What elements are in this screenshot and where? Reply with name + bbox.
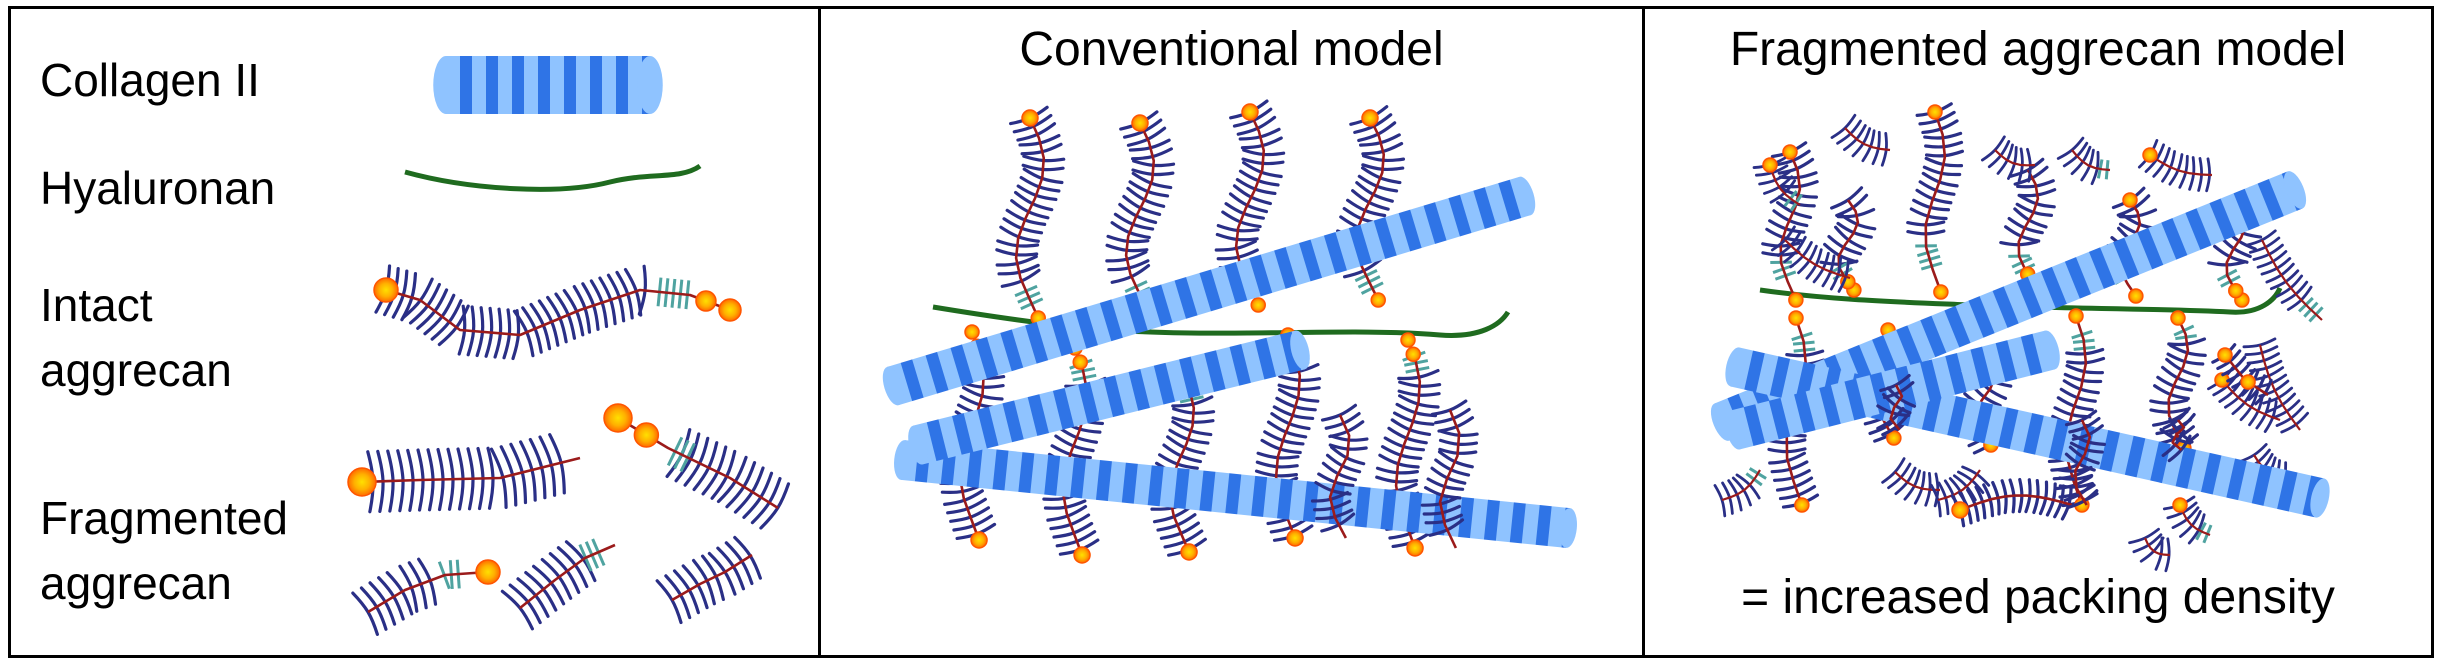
g-domain-globule	[1405, 346, 1421, 362]
foreground-aggrecan-layer	[1310, 373, 2196, 549]
g-domain-globule	[1794, 497, 1810, 513]
aggrecan-molecule	[1906, 102, 1964, 300]
g-domain-globule	[2172, 497, 2188, 513]
g-domain-globule	[1788, 292, 1804, 308]
aggrecan-molecule	[1830, 113, 1891, 167]
legend-label-collagen: Collagen II	[40, 54, 260, 106]
g-domain-globule	[1370, 292, 1386, 308]
g-domain-globule	[2170, 310, 2186, 326]
g-domain-globule	[2228, 282, 2244, 299]
g-domain-globule	[718, 298, 742, 322]
collagen-fibril	[1725, 330, 2060, 450]
g-domain-globule	[1073, 546, 1091, 564]
g-domain-globule	[1762, 157, 1778, 173]
g-domain-globule	[2068, 308, 2084, 324]
g-domain-globule	[1361, 109, 1379, 127]
fragmented-model-title: Fragmented aggrecan model	[1729, 23, 2347, 76]
collagen-fibril	[908, 330, 1310, 465]
aggrecan-molecule	[2162, 495, 2213, 545]
legend-label-intact-line1: Intact	[40, 279, 153, 331]
collagen-fibril	[894, 440, 1577, 548]
legend-label-fragmented-line2: aggrecan	[40, 557, 232, 609]
aggrecan-molecule	[2211, 343, 2273, 406]
g-domain-globule	[475, 559, 501, 585]
collagen-fibril-layer	[882, 171, 2330, 548]
g-domain-globule	[2128, 288, 2144, 304]
aggrecan-molecule	[2245, 229, 2324, 323]
legend-icons-layer	[347, 56, 791, 636]
aggrecan-molecule	[2056, 136, 2111, 186]
g-domain-globule	[373, 277, 399, 303]
aggrecan-molecule	[1876, 373, 1917, 437]
aggrecan-molecule	[1819, 186, 1877, 298]
legend-label-hyaluronan: Hyaluronan	[40, 162, 276, 214]
hyaluronan-chain-icon	[404, 163, 702, 192]
aggrecan-molecule-icon	[373, 264, 742, 361]
aggrecan-molecule	[2047, 308, 2106, 513]
g-domain-globule	[1180, 543, 1198, 561]
g-domain-globule	[970, 531, 988, 549]
g-domain-globule	[1406, 539, 1424, 557]
aggrecan-molecule	[2207, 366, 2281, 433]
collagen-fibril	[882, 176, 1536, 406]
g-domain-globule	[695, 290, 717, 312]
aggrecan-fragment-icon	[351, 557, 501, 636]
g-domain-globule	[633, 422, 660, 448]
aggrecan-molecule	[1980, 135, 2036, 183]
g-domain-globule	[1072, 354, 1088, 370]
legend-label-intact-line2: aggrecan	[40, 344, 232, 396]
aggrecan-fragment-icon	[347, 433, 581, 514]
g-domain-globule	[1400, 332, 1416, 348]
packing-density-caption: = increased packing density	[1741, 571, 2335, 624]
g-domain-globule	[1933, 284, 1949, 300]
aggrecan-molecule	[1420, 399, 1479, 549]
g-domain-globule	[1951, 501, 1969, 519]
aggrecan-molecule	[1042, 340, 1109, 564]
conventional-model-title: Conventional model	[1019, 23, 1444, 76]
aggrecan-fragment-icon	[655, 535, 762, 625]
g-domain-globule	[603, 403, 633, 433]
g-domain-globule	[1021, 109, 1039, 127]
g-domain-globule	[964, 324, 980, 340]
collagen-fibril-icon	[433, 56, 663, 114]
g-domain-globule	[2240, 374, 2256, 390]
g-domain-globule	[1782, 144, 1798, 160]
aggrecan-molecule	[1310, 403, 1369, 539]
aggrecan-molecule	[1752, 156, 1803, 212]
aggrecan-molecule	[2137, 139, 2213, 193]
fragmented-model-panel	[1642, 6, 2434, 658]
g-domain-globule	[2122, 192, 2138, 208]
g-domain-globule	[2142, 147, 2158, 163]
g-domain-globule	[1131, 114, 1149, 132]
g-domain-globule	[1927, 104, 1943, 120]
g-domain-globule	[1286, 529, 1304, 547]
aggrecan-fragment-icon	[500, 538, 616, 631]
aggrecan-molecule	[1105, 110, 1176, 320]
g-domain-globule	[1886, 430, 1902, 446]
aggrecan-fragment-icon	[603, 403, 791, 530]
g-domain-globule	[2217, 347, 2233, 363]
aggrecan-molecule	[2057, 409, 2106, 509]
aggrecan-molecule	[1770, 225, 1851, 293]
aggrecan-molecule	[995, 105, 1066, 326]
aggrecan-molecule	[2128, 527, 2171, 573]
aggrecan-molecule	[2159, 406, 2196, 463]
aggrecan-molecule	[1881, 457, 1941, 508]
g-domain-globule	[1250, 297, 1266, 313]
legend-label-fragmented-line1: Fragmented	[40, 492, 289, 544]
g-domain-globule	[1788, 310, 1804, 326]
g-domain-globule	[1241, 103, 1259, 121]
g-domain-globule	[347, 467, 377, 497]
aggrecan-molecule	[1335, 105, 1406, 308]
aggrecan-molecule	[1713, 467, 1767, 518]
aggrecan-molecule	[1950, 477, 2073, 528]
